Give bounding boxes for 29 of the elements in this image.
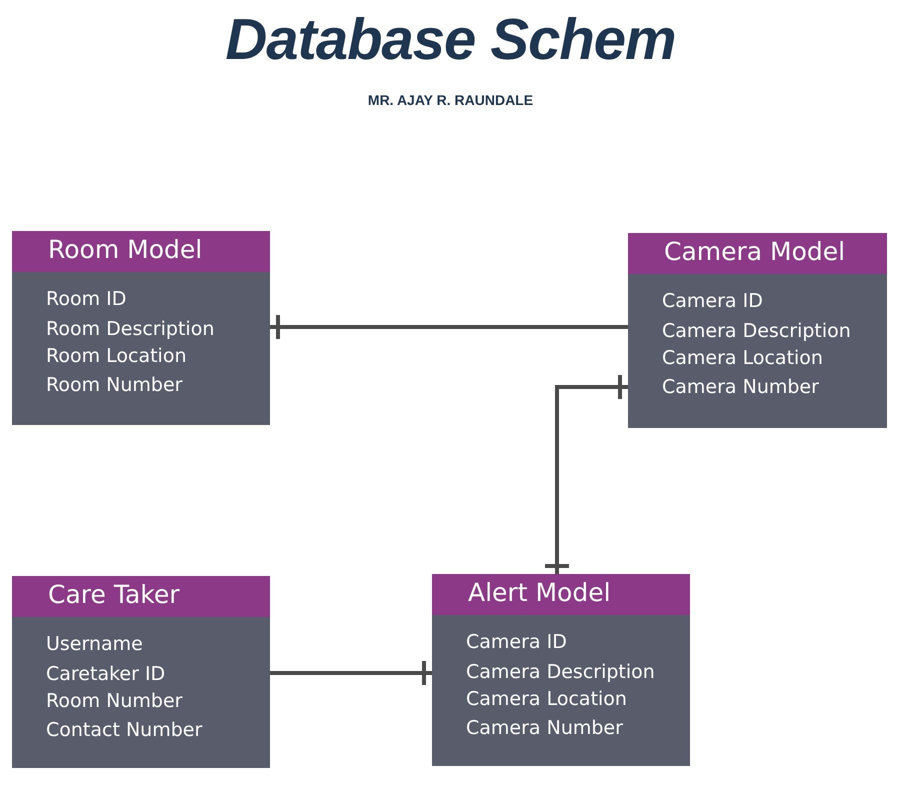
field-name: Camera ID [662,290,763,312]
field-name: Camera Number [662,376,819,398]
table-header: Care Taker [12,576,270,617]
entity-table [12,231,270,425]
field-name: Username [46,633,143,655]
field-name: Camera Location [662,347,823,369]
entity-table [432,574,690,766]
field-name: Room Number [46,374,182,396]
field-name: Camera Description [662,320,851,342]
relationship-line [270,313,628,341]
table-header: Room Model [12,231,270,272]
field-name: Room ID [46,288,126,310]
field-name: Room Location [46,345,187,367]
table-header: Alert Model [432,574,690,615]
field-name: Contact Number [46,719,202,741]
field-name: Caretaker ID [46,663,166,685]
field-name: Camera Description [466,661,655,683]
field-name: Room Number [46,690,182,712]
field-name: Room Description [46,318,214,340]
relationship-line [270,659,432,687]
table-header: Camera Model [628,233,887,274]
field-name: Camera ID [466,631,567,653]
entity-table [12,576,270,768]
field-name: Camera Location [466,688,627,710]
entity-table [628,233,887,428]
field-name: Camera Number [466,717,623,739]
relationship-line [543,373,628,574]
author-name: MR. AJAY R. RAUNDALE [368,92,534,108]
diagram-title: Database Schem [225,6,676,73]
